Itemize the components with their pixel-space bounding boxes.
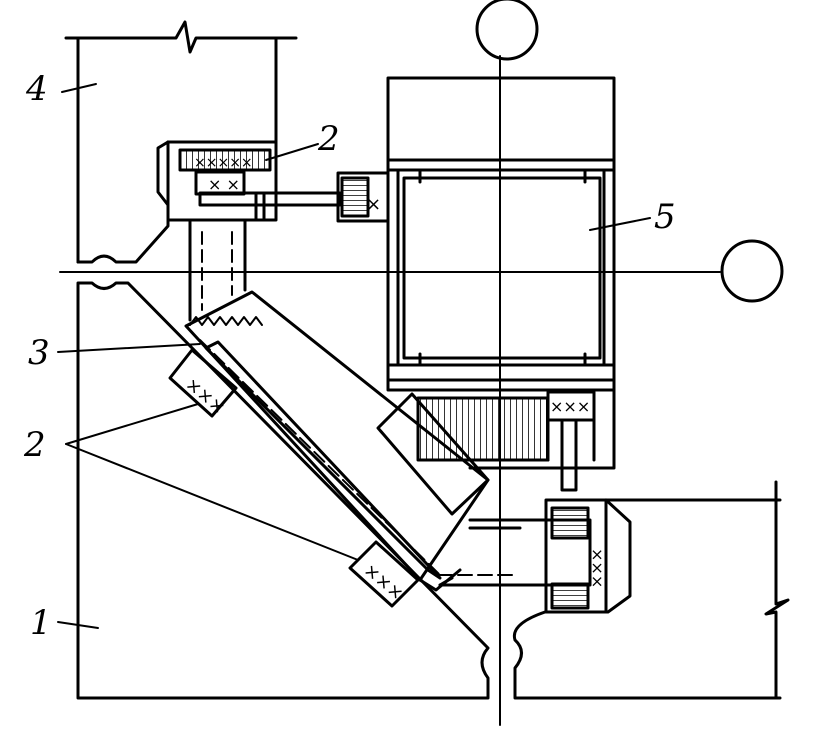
svg-text:× ×: × ×: [208, 175, 240, 194]
leader-lines: [57, 83, 651, 629]
label-part-5: 5: [654, 197, 676, 237]
housing-lower-right: ×××: [437, 480, 790, 700]
svg-text:×××: ×××: [588, 548, 607, 588]
label-part-2-lower: 2: [24, 425, 46, 465]
svg-text:×: ×: [366, 194, 381, 215]
svg-text:×××: ×××: [550, 397, 590, 416]
center-lines: [59, 0, 784, 726]
label-part-2-upper: 2: [318, 119, 340, 159]
upper-shaft-column: [188, 218, 247, 322]
label-part-3: 3: [28, 333, 50, 373]
housing-lower-part-1: [76, 281, 490, 700]
bearing-upper-2: × × ×××××: [166, 140, 278, 222]
shaft-upper: ×: [198, 171, 390, 223]
svg-text:×××××: ×××××: [194, 155, 253, 171]
label-part-1: 1: [30, 603, 52, 643]
gear-housing: ×××: [394, 388, 616, 492]
gear-block: [376, 392, 490, 516]
label-part-4: 4: [26, 69, 48, 109]
